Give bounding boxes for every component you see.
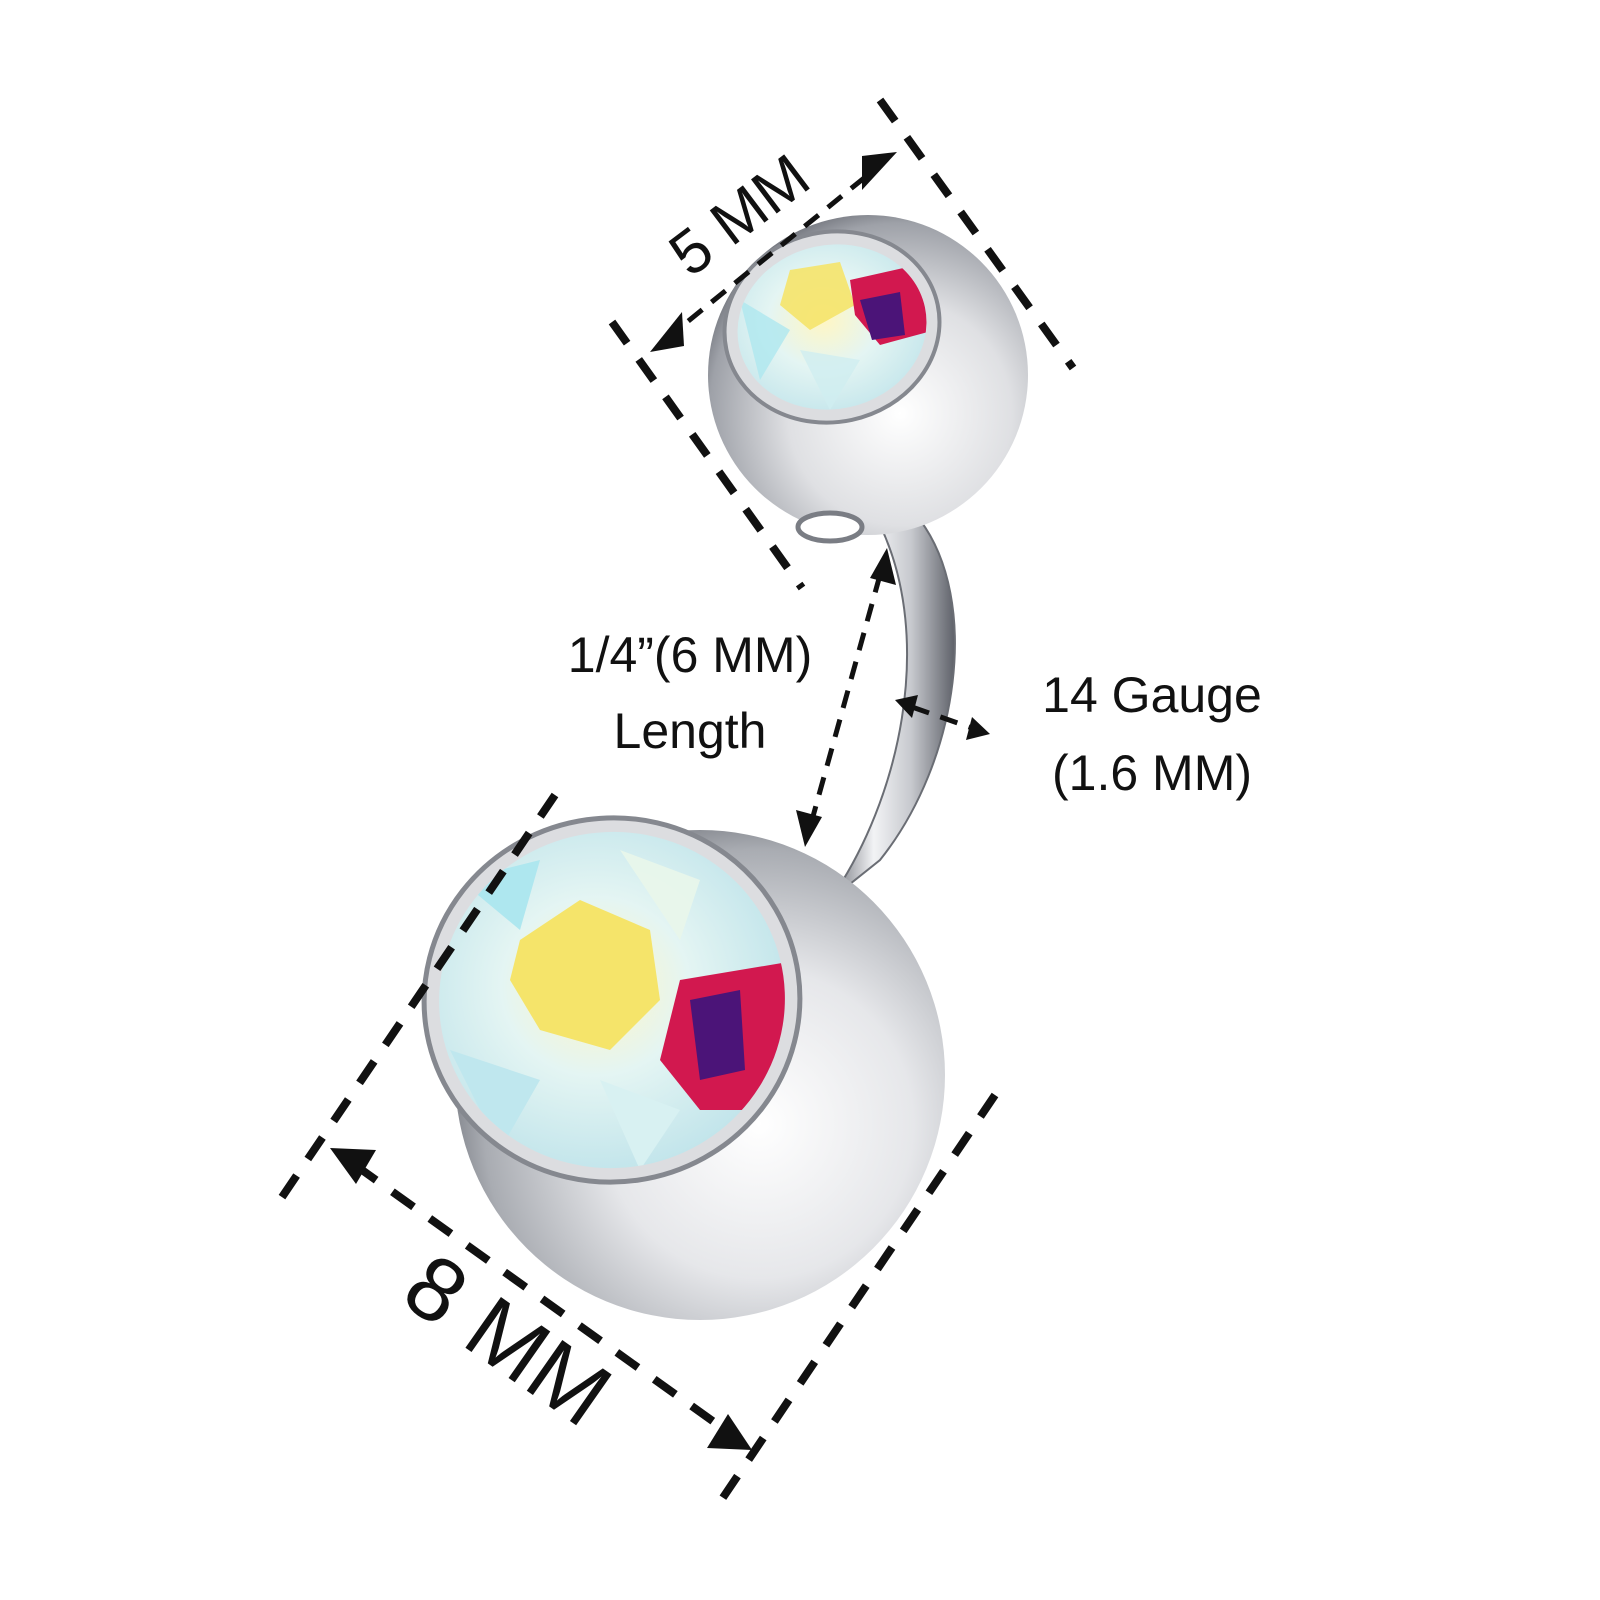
top-dim-arrow-left	[650, 312, 684, 352]
gauge-label-line1: 14 Gauge	[1042, 667, 1262, 723]
top-ext-left	[608, 319, 806, 591]
length-dim-arrow-top	[870, 548, 896, 585]
bottom-ball	[420, 815, 945, 1320]
bottom-dim-arrow-left	[330, 1148, 376, 1184]
top-ball-thread-hole	[795, 510, 865, 544]
bottom-ext-right	[716, 1092, 999, 1505]
gauge-dimension: 14 Gauge (1.6 MM)	[895, 667, 1262, 801]
top-ext-right	[876, 97, 1077, 371]
length-dim-line	[809, 574, 883, 821]
length-dim-arrow-bottom	[796, 810, 822, 847]
top-dim-arrow-right	[862, 152, 897, 190]
length-label-line2: Length	[614, 703, 767, 759]
bottom-dim-line	[352, 1161, 731, 1436]
top-dim-line	[663, 163, 882, 342]
length-dimension: 1/4”(6 MM) Length	[568, 548, 896, 847]
bottom-ext-left	[276, 792, 559, 1203]
gauge-label-line2: (1.6 MM)	[1052, 745, 1252, 801]
gauge-dim-arrow-right	[966, 717, 990, 740]
gauge-dim-arrow-left	[895, 695, 918, 718]
bottom-dim-arrow-right	[707, 1414, 752, 1450]
length-label-line1: 1/4”(6 MM)	[568, 627, 812, 683]
gauge-dim-line	[911, 704, 973, 731]
top-ball	[708, 215, 1028, 544]
